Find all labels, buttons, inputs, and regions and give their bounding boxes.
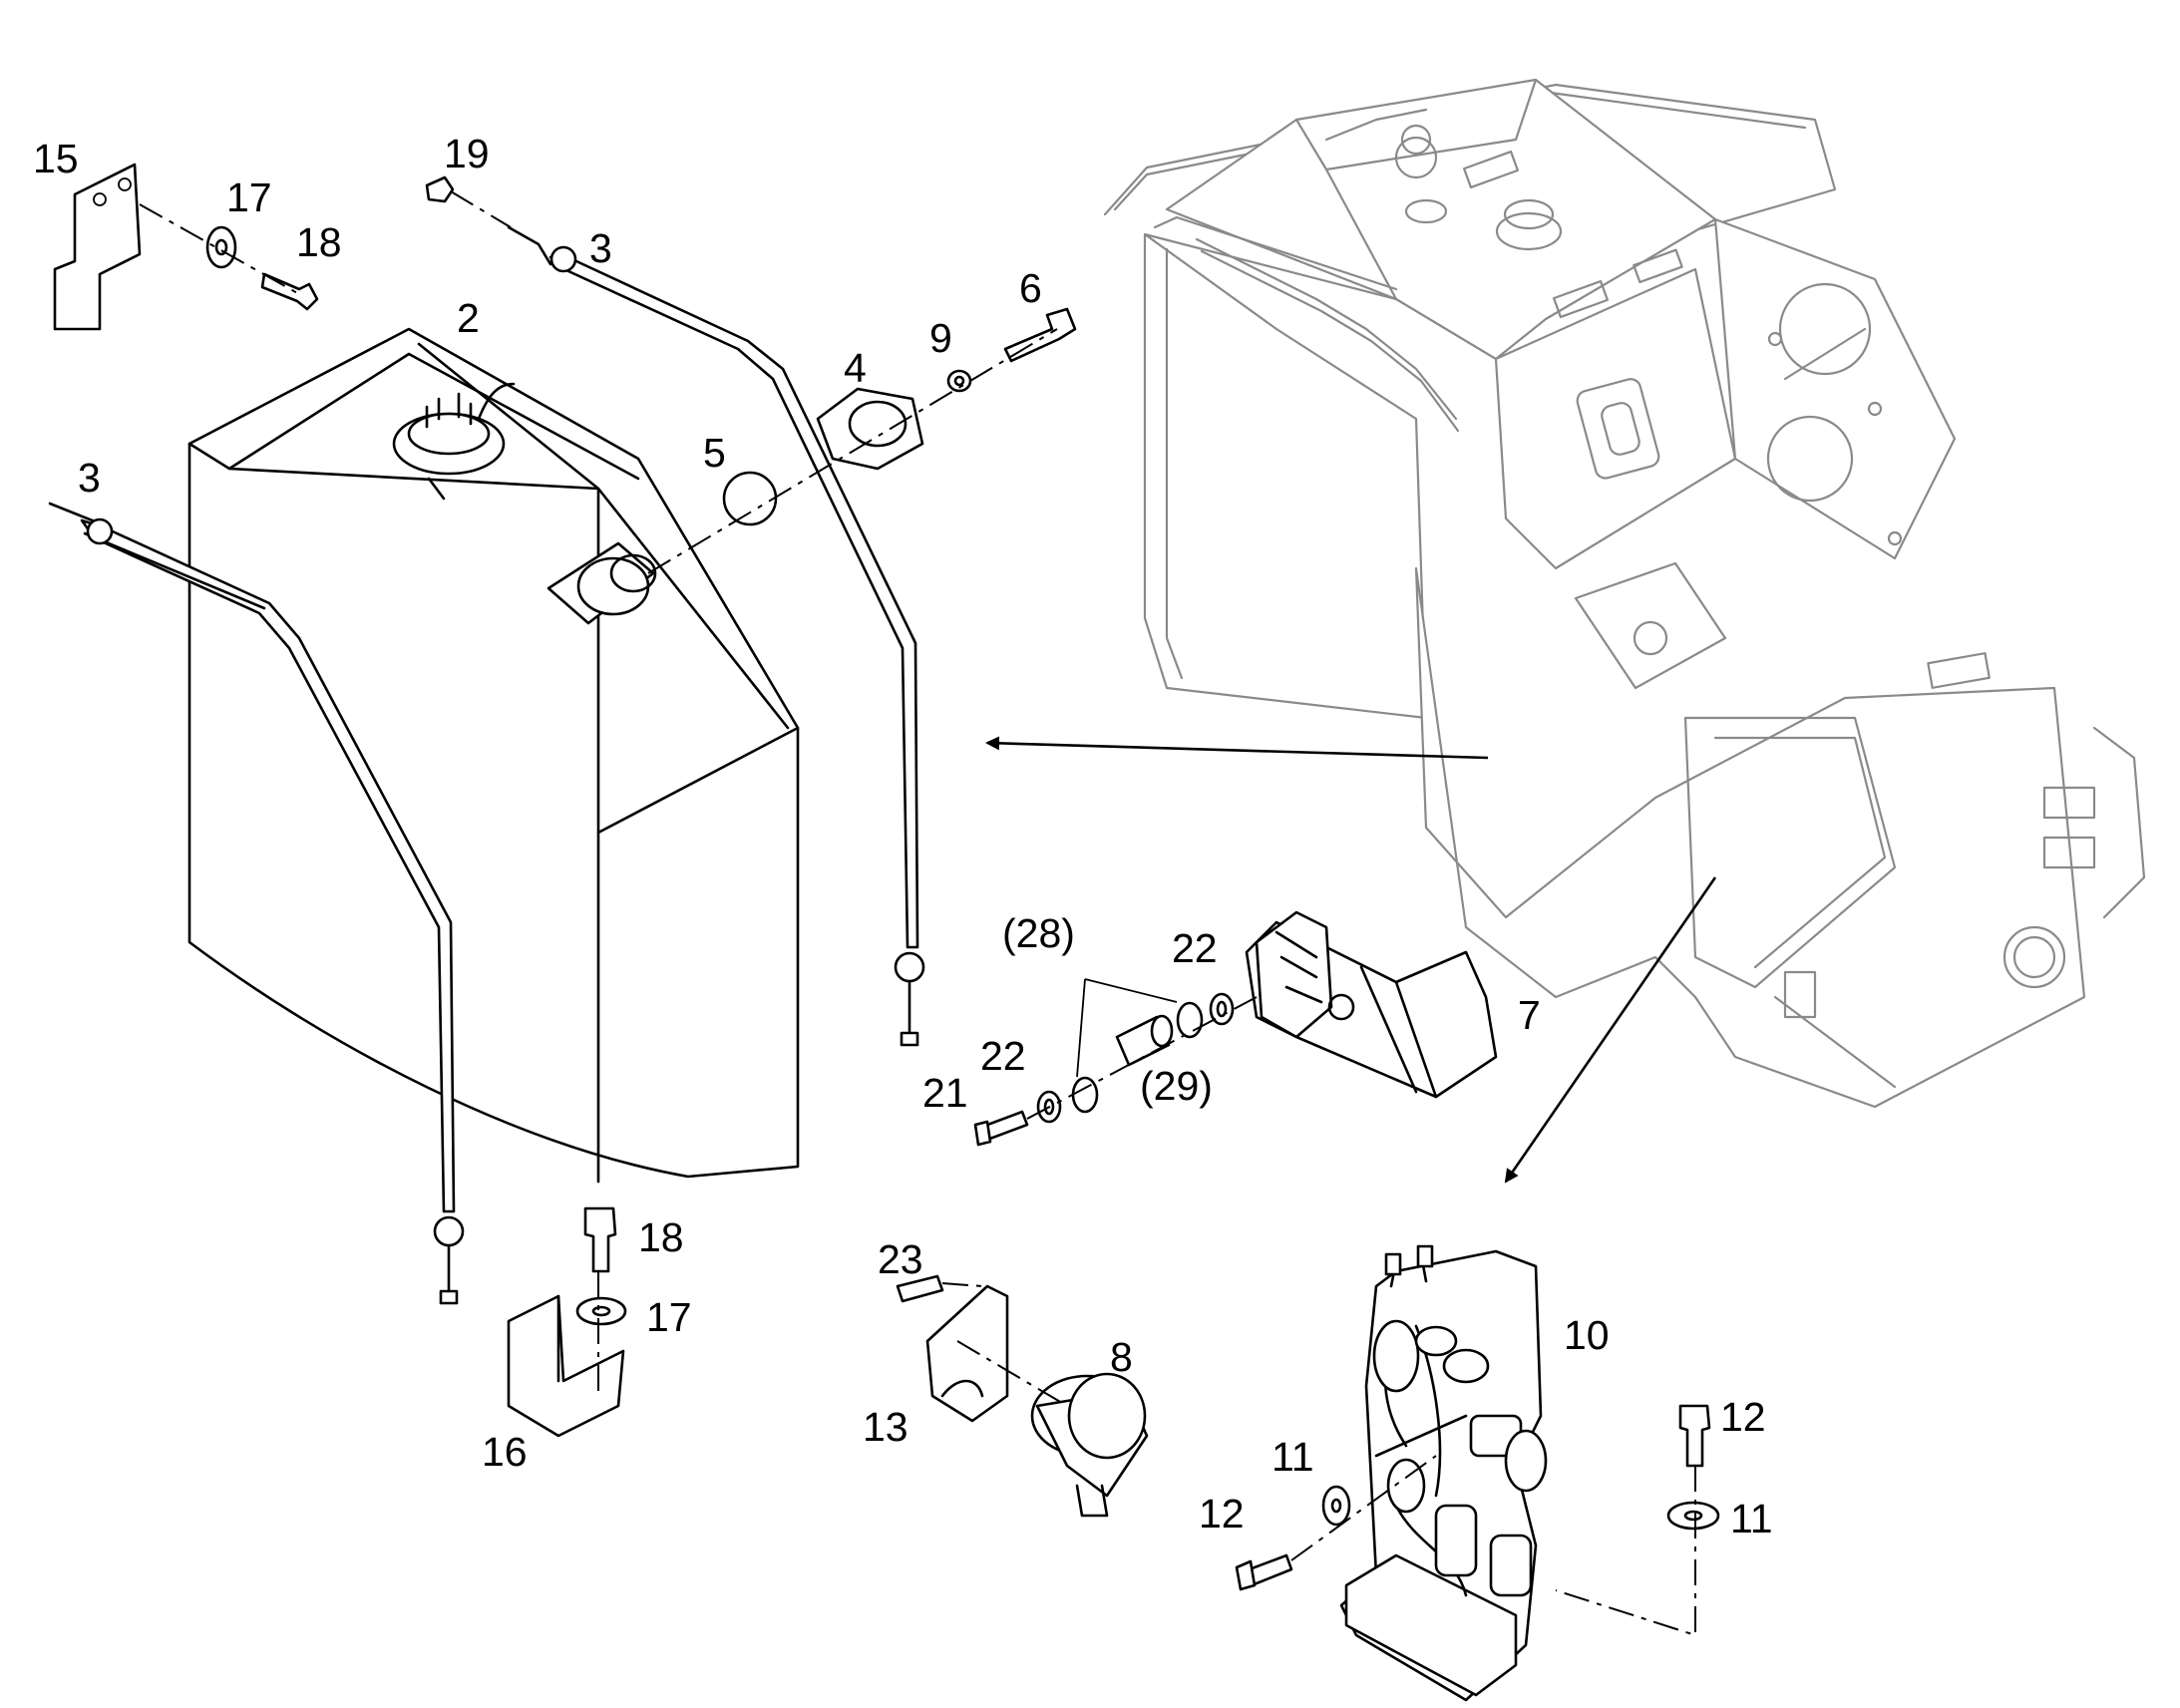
machine-overview — [1103, 78, 2146, 1109]
callout-13: 13 — [863, 1404, 908, 1450]
pointer-arrow-tank — [985, 736, 1489, 760]
seal-22-upper — [1209, 992, 1235, 1026]
bolt-12-left — [1235, 1553, 1293, 1591]
callout-28: (28) — [1002, 910, 1075, 956]
callout-6: 6 — [1019, 265, 1042, 311]
callout-22-upper: 22 — [1172, 925, 1218, 971]
callout-3-right: 3 — [589, 225, 612, 271]
tank-strap-left — [48, 502, 465, 1305]
filler-flange-4 — [816, 387, 924, 471]
callout-4: 4 — [844, 345, 867, 391]
washer-17b — [575, 1296, 627, 1326]
callout-21: 21 — [922, 1070, 968, 1116]
callout-5: 5 — [703, 430, 726, 476]
bolt-18b — [583, 1206, 617, 1273]
callout-12-right: 12 — [1720, 1394, 1766, 1440]
callout-9: 9 — [929, 315, 952, 361]
o-ring-5 — [722, 471, 778, 526]
callout-19: 19 — [444, 131, 490, 176]
pointer-arrow-pump — [1504, 876, 1717, 1184]
filter-8 — [1030, 1372, 1149, 1518]
callout-2: 2 — [457, 295, 480, 341]
pump-assembly-10 — [1339, 1244, 1548, 1702]
ring-28-lower — [1071, 1076, 1099, 1114]
callout-8: 8 — [1110, 1334, 1133, 1380]
callout-10: 10 — [1564, 1312, 1610, 1358]
washer-9 — [946, 369, 972, 393]
callout-3-left: 3 — [78, 455, 101, 501]
callout-16: 16 — [482, 1429, 528, 1475]
callout-17-bottom: 17 — [646, 1294, 692, 1340]
bolt-6 — [1003, 307, 1077, 363]
bracket-16 — [507, 1294, 625, 1438]
callout-15: 15 — [33, 136, 79, 181]
callout-18-bottom: 18 — [638, 1214, 684, 1260]
callout-11-left: 11 — [1272, 1434, 1314, 1480]
ring-28-upper — [1176, 1001, 1204, 1039]
bolt-12-right — [1678, 1404, 1711, 1468]
nut-19 — [425, 175, 455, 203]
sleeve-29 — [1115, 1014, 1174, 1067]
callout-23: 23 — [878, 1236, 923, 1282]
fuel-tank — [187, 327, 800, 1184]
callout-22-lower: 22 — [980, 1033, 1026, 1079]
bolt-21 — [973, 1110, 1029, 1147]
callout-7: 7 — [1518, 992, 1541, 1038]
callout-17-top: 17 — [226, 174, 272, 220]
tank-strap-right — [507, 225, 925, 1047]
washer-11-right — [1666, 1501, 1720, 1531]
bracket-15 — [53, 163, 142, 331]
callout-12-left: 12 — [1199, 1491, 1245, 1537]
washer-11-left — [1321, 1485, 1351, 1527]
callout-11-right: 11 — [1730, 1496, 1773, 1541]
screw-23 — [896, 1274, 944, 1303]
washer-17a — [205, 225, 237, 269]
bracket-13 — [925, 1284, 1009, 1423]
bolt-18a — [260, 272, 319, 311]
fuel-pump-7 — [1245, 910, 1498, 1099]
callout-18-top: 18 — [296, 219, 342, 265]
callout-29: (29) — [1140, 1063, 1213, 1109]
